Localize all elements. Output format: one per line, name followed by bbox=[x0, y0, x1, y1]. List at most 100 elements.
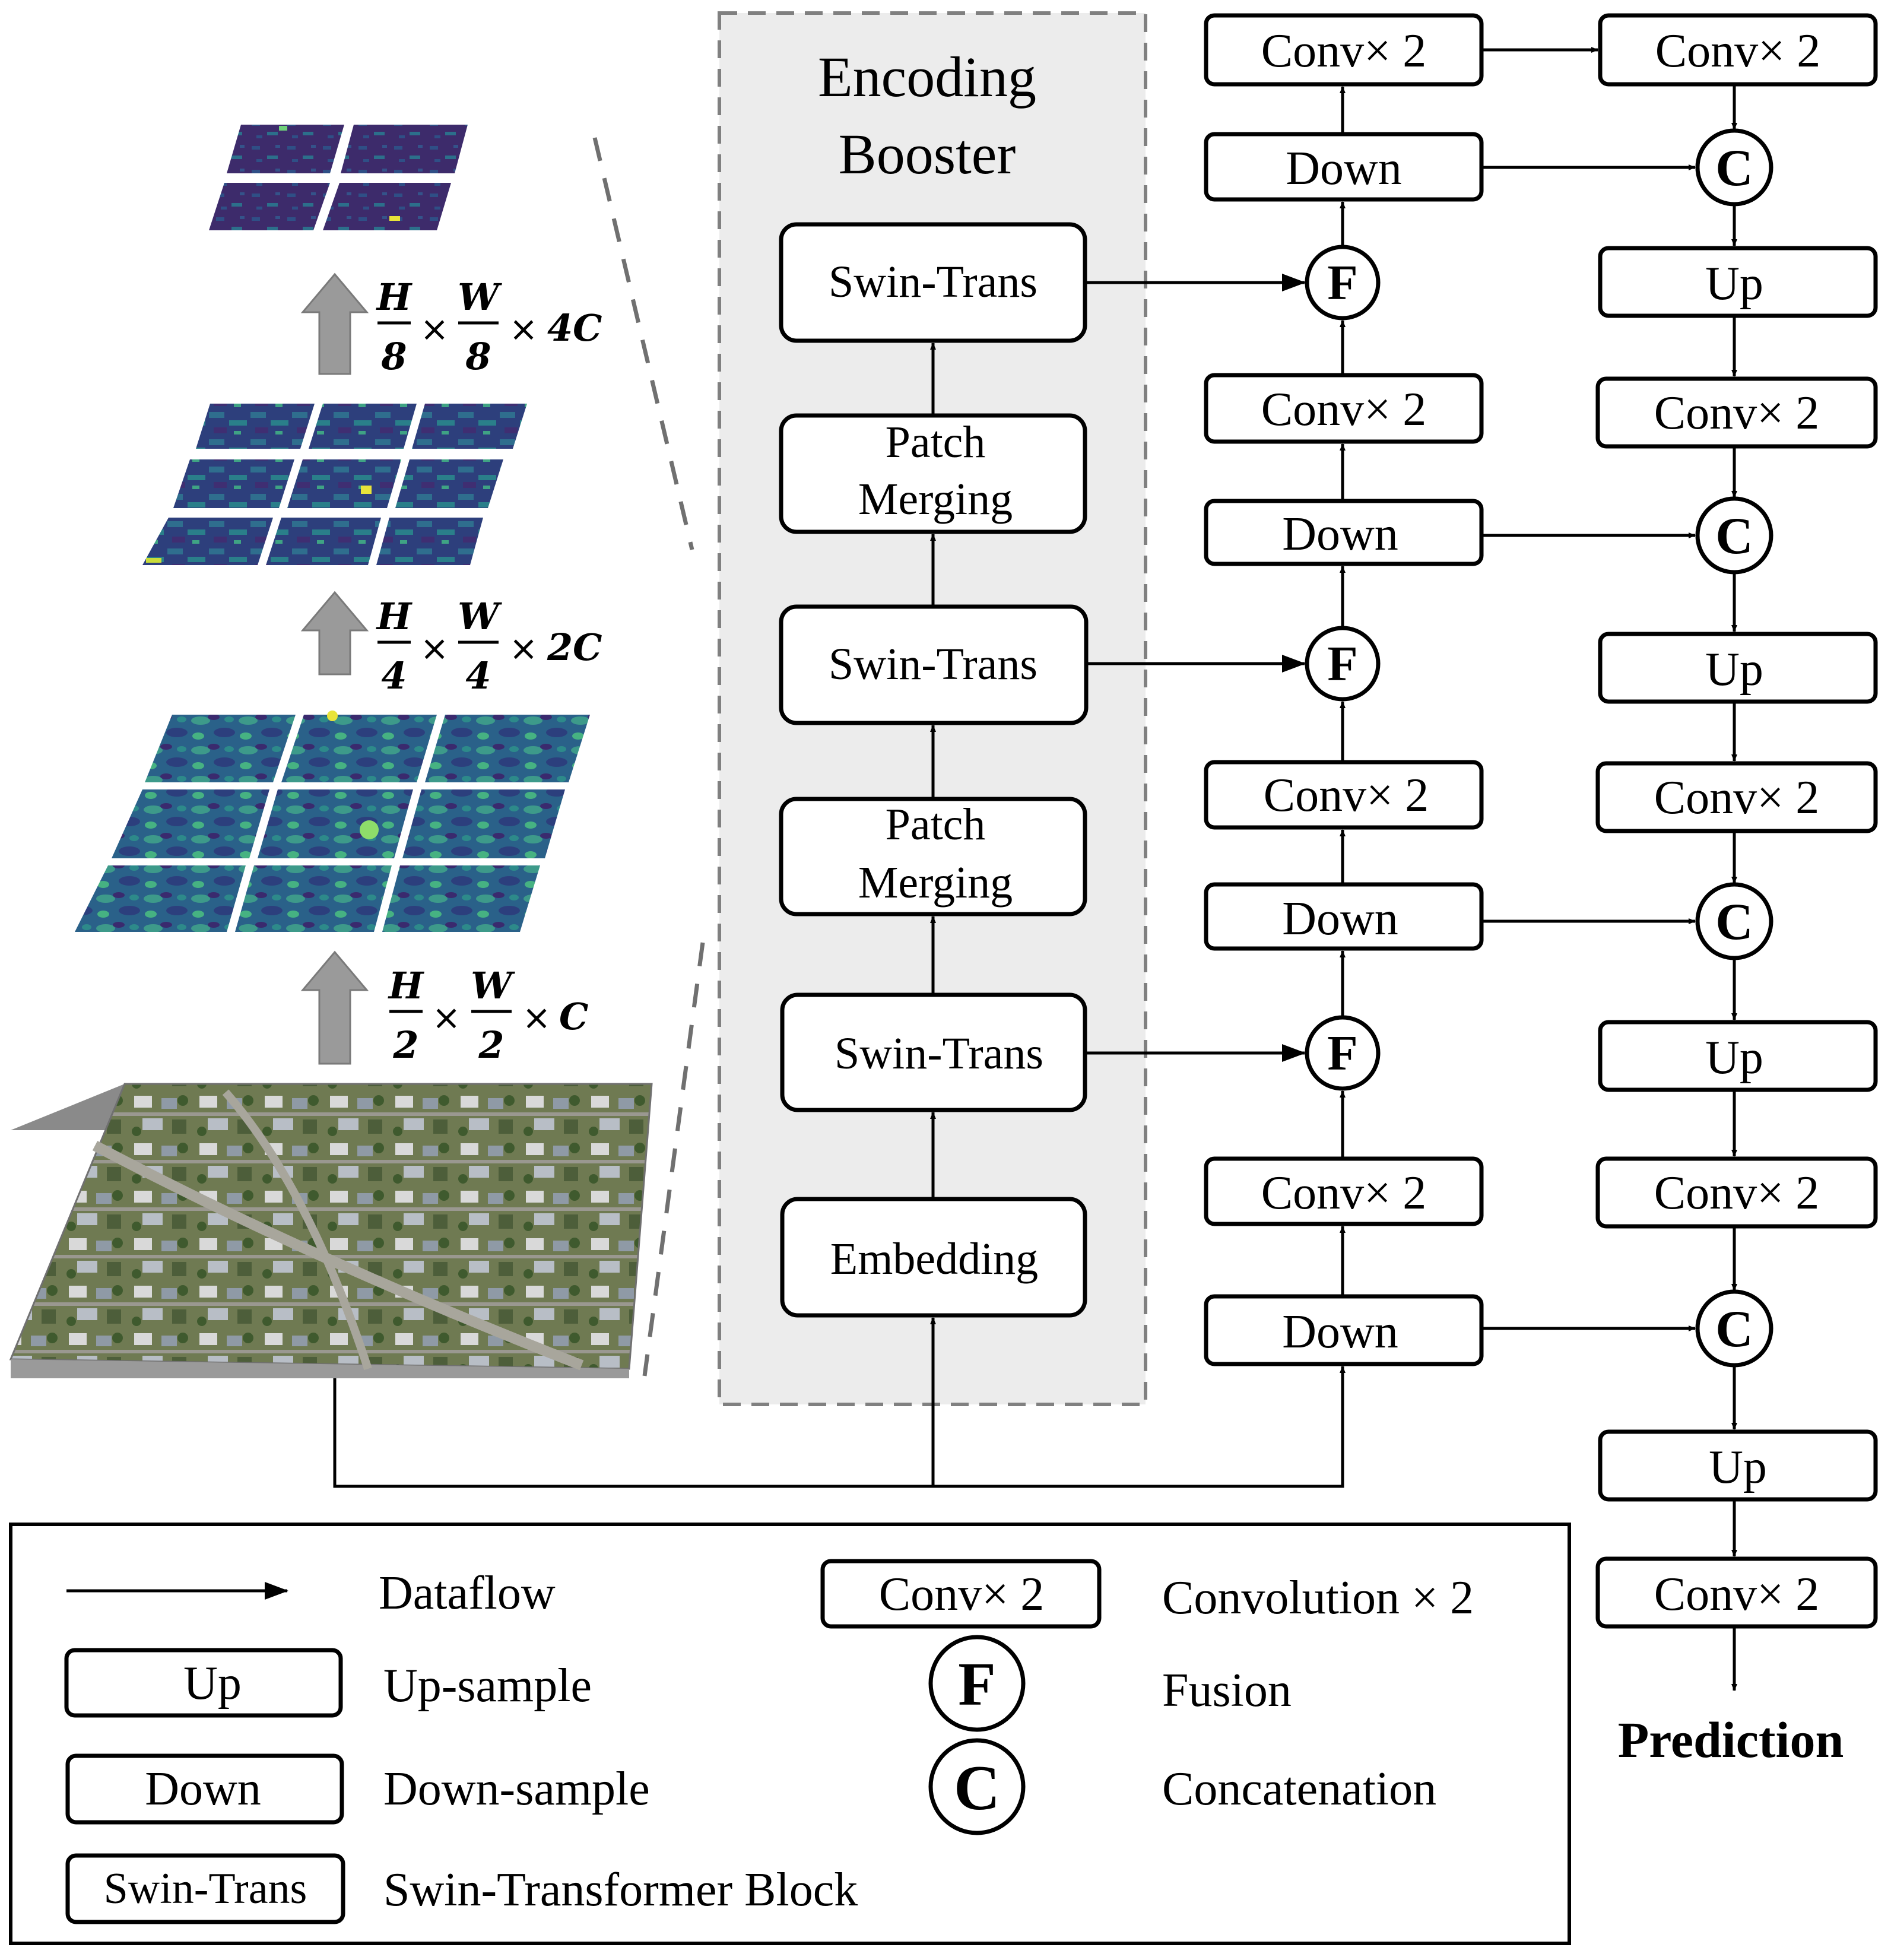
dec-conv-4-box bbox=[1595, 1556, 1878, 1629]
dim2-times-b: × bbox=[509, 628, 538, 668]
input-aerial-image bbox=[9, 1083, 653, 1378]
input-wiring bbox=[333, 1317, 1346, 1488]
feature-pyramid: H 2 × W 2 × C H 4 × W 4 × 2C H 8 × W bbox=[9, 125, 705, 1378]
dim-label-level2: H 4 × W 4 × 2C bbox=[376, 595, 602, 697]
embedding-label: Embedding bbox=[830, 1234, 1038, 1284]
dim1-w-den: 2 bbox=[478, 1023, 504, 1067]
enc-conv-3-label: Conv× 2 bbox=[1261, 383, 1426, 436]
enc-down-1-label: Down bbox=[1282, 1306, 1398, 1358]
legend-swin-text: Swin-Transformer Block bbox=[383, 1864, 858, 1916]
zoom-line-upper bbox=[592, 137, 694, 550]
dec-conv-1-label: Conv× 2 bbox=[1654, 387, 1819, 439]
dim1-channels: C bbox=[559, 995, 588, 1038]
dec-conv-2-label: Conv× 2 bbox=[1654, 772, 1819, 824]
feature-map-level2 bbox=[142, 404, 527, 565]
feature-map-level3 bbox=[209, 125, 468, 230]
enc-conv-2-label: Conv× 2 bbox=[1264, 769, 1429, 822]
fusion-node-bottom-label: F bbox=[1327, 1026, 1357, 1081]
dim3-w: W bbox=[458, 275, 502, 319]
feature-map-level1 bbox=[75, 711, 590, 932]
enc-down-2-label: Down bbox=[1282, 893, 1398, 945]
dec-conv-1-box bbox=[1595, 376, 1878, 449]
decoder-path: Conv× 2 C Up Conv× 2 C Up Conv× 2 C Up C… bbox=[1481, 13, 1878, 1768]
dim-label-level3: H 8 × W 8 × 4C bbox=[376, 275, 602, 378]
concat-node-1-label: C bbox=[1715, 139, 1753, 197]
patch-merging-lower-line2: Merging bbox=[858, 858, 1013, 908]
legend-fusion-text: Fusion bbox=[1162, 1664, 1292, 1717]
arrow-input-to-down-1 bbox=[333, 1366, 1346, 1488]
dim1-h-den: 2 bbox=[392, 1023, 418, 1067]
concat-node-3-label: C bbox=[1715, 893, 1753, 951]
legend-swin-box bbox=[65, 1853, 345, 1924]
enc-down-top-label: Down bbox=[1286, 142, 1402, 195]
enc-down-3-label: Down bbox=[1282, 508, 1398, 560]
swin-trans-top-label: Swin-Trans bbox=[829, 257, 1037, 307]
dim2-times-a: × bbox=[420, 628, 449, 668]
patch-merging-lower-line1: Patch bbox=[886, 800, 986, 849]
dec-conv-top-box bbox=[1598, 13, 1878, 87]
swin-trans-bottom-label: Swin-Trans bbox=[835, 1029, 1043, 1079]
patch-merging-upper-line1: Patch bbox=[886, 417, 986, 467]
dim1-times-a: × bbox=[432, 997, 461, 1038]
dec-conv-3-label: Conv× 2 bbox=[1654, 1167, 1819, 1219]
legend-fusion-symbol: F bbox=[958, 1650, 996, 1718]
legend-concat-circle bbox=[928, 1738, 1026, 1835]
legend-concat-symbol: C bbox=[954, 1753, 1000, 1823]
upsample-arrow-2 bbox=[300, 591, 369, 675]
concat-node-4-label: C bbox=[1715, 1301, 1753, 1358]
legend-up-text: Up-sample bbox=[383, 1660, 592, 1712]
dim1-h: H bbox=[388, 964, 425, 1007]
dim2-h: H bbox=[376, 595, 413, 638]
legend-down-box bbox=[65, 1753, 344, 1825]
prediction-label: Prediction bbox=[1618, 1711, 1844, 1768]
dim2-h-den: 4 bbox=[381, 654, 407, 697]
upsample-arrow-3 bbox=[300, 272, 369, 375]
legend-up-box-label: Up bbox=[183, 1657, 242, 1710]
dim3-times-a: × bbox=[420, 309, 449, 349]
dim3-w-den: 8 bbox=[465, 335, 491, 378]
legend-conv-box-label: Conv× 2 bbox=[879, 1568, 1044, 1620]
dec-up-1-label: Up bbox=[1705, 258, 1763, 310]
dec-up-2-box bbox=[1598, 632, 1878, 704]
enc-conv-top-label: Conv× 2 bbox=[1261, 25, 1426, 77]
dim3-times-b: × bbox=[509, 309, 538, 349]
dim3-h: H bbox=[376, 275, 413, 319]
booster-title-line2: Booster bbox=[839, 122, 1016, 186]
legend-down-text: Down-sample bbox=[383, 1763, 650, 1815]
dec-up-1-box bbox=[1598, 246, 1878, 318]
patch-merging-upper-line2: Merging bbox=[858, 474, 1013, 524]
dec-up-2-label: Up bbox=[1705, 643, 1763, 696]
legend-fusion-circle bbox=[928, 1635, 1026, 1732]
dim3-channels: 4C bbox=[547, 306, 602, 350]
encoder-path: Conv× 2 Down F Conv× 2 Down F Conv× 2 Do… bbox=[1085, 13, 1484, 1366]
dec-conv-4-label: Conv× 2 bbox=[1654, 1568, 1819, 1620]
dec-up-4-box bbox=[1598, 1429, 1878, 1502]
legend-up-box bbox=[64, 1648, 343, 1718]
legend-dataflow-text: Dataflow bbox=[379, 1567, 556, 1619]
legend-conv-text: Convolution × 2 bbox=[1162, 1572, 1474, 1624]
dim1-times-b: × bbox=[522, 997, 551, 1038]
dec-up-3-box bbox=[1598, 1020, 1878, 1092]
upsample-arrow-1 bbox=[300, 950, 369, 1065]
dim2-w: W bbox=[458, 595, 502, 638]
legend-conv-box bbox=[820, 1559, 1102, 1629]
dec-conv-3-box bbox=[1595, 1156, 1878, 1229]
swin-trans-mid-label: Swin-Trans bbox=[829, 639, 1037, 689]
encoding-booster: Encoding Booster Swin-Trans Patch Mergin… bbox=[718, 11, 1147, 1406]
legend-concat-text: Concatenation bbox=[1162, 1763, 1436, 1815]
dim2-w-den: 4 bbox=[465, 654, 491, 697]
legend-down-box-label: Down bbox=[145, 1763, 261, 1815]
dec-up-4-label: Up bbox=[1709, 1441, 1767, 1493]
booster-title-line1: Encoding bbox=[818, 45, 1036, 109]
legend-swin-box-label: Swin-Trans bbox=[104, 1864, 307, 1913]
dim1-w: W bbox=[471, 964, 515, 1007]
dec-conv-top-label: Conv× 2 bbox=[1655, 25, 1820, 77]
dim3-h-den: 8 bbox=[380, 335, 407, 378]
enc-conv-1-label: Conv× 2 bbox=[1261, 1167, 1426, 1219]
dim2-channels: 2C bbox=[547, 626, 602, 669]
dec-up-3-label: Up bbox=[1705, 1032, 1763, 1084]
concat-node-2-label: C bbox=[1715, 508, 1753, 565]
zoom-line-lower bbox=[642, 942, 705, 1377]
dim-label-level1: H 2 × W 2 × C bbox=[388, 964, 589, 1067]
